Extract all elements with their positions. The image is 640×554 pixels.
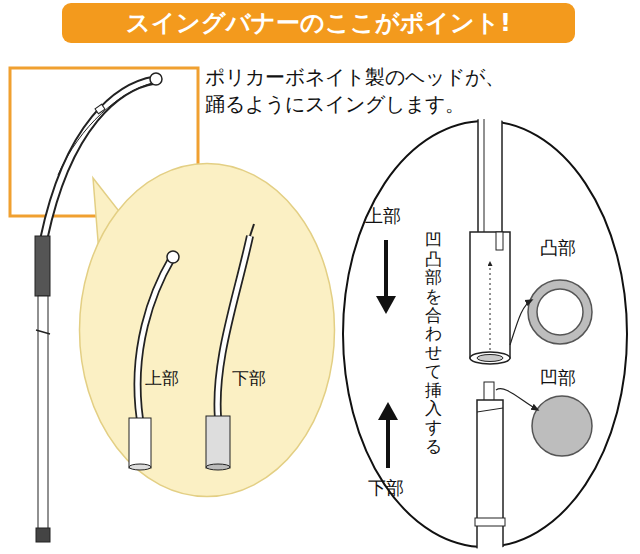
convex-ring (528, 280, 592, 344)
title-band: スイングバナーのここがポイント! (62, 3, 575, 43)
leader-line (496, 389, 538, 410)
upper-piece (129, 251, 179, 470)
part-name: 上部 (365, 205, 401, 227)
part-name: 上部 (145, 368, 179, 388)
down-arrow (384, 240, 388, 298)
ellipse-outline (80, 164, 335, 497)
part-name: 凹部 (540, 367, 576, 389)
up-arrow (386, 418, 390, 468)
description-text: ポリカーボネイト製のヘッドが、踊るようにスイングします。 (205, 64, 510, 118)
pole (35, 236, 50, 542)
node-outline (78, 162, 336, 498)
concave-disc (532, 396, 592, 456)
ellipse-outline (343, 121, 627, 547)
joint-detail (470, 110, 510, 554)
lower-piece (206, 224, 254, 470)
detail-circle: 上部凹凸部を合わせて挿入する 凸部凹部下部 (341, 119, 629, 549)
title: スイングバナーのここがポイント! (62, 3, 575, 43)
part-name: 下部 (232, 368, 266, 388)
speech-bubble: 上部 下部 (78, 162, 336, 498)
part-name: 下部 (368, 477, 404, 499)
leader-line (510, 300, 532, 345)
instruction-text: 凹凸部を合わせて挿入する (425, 231, 442, 455)
part-name: 凸部 (540, 237, 576, 259)
